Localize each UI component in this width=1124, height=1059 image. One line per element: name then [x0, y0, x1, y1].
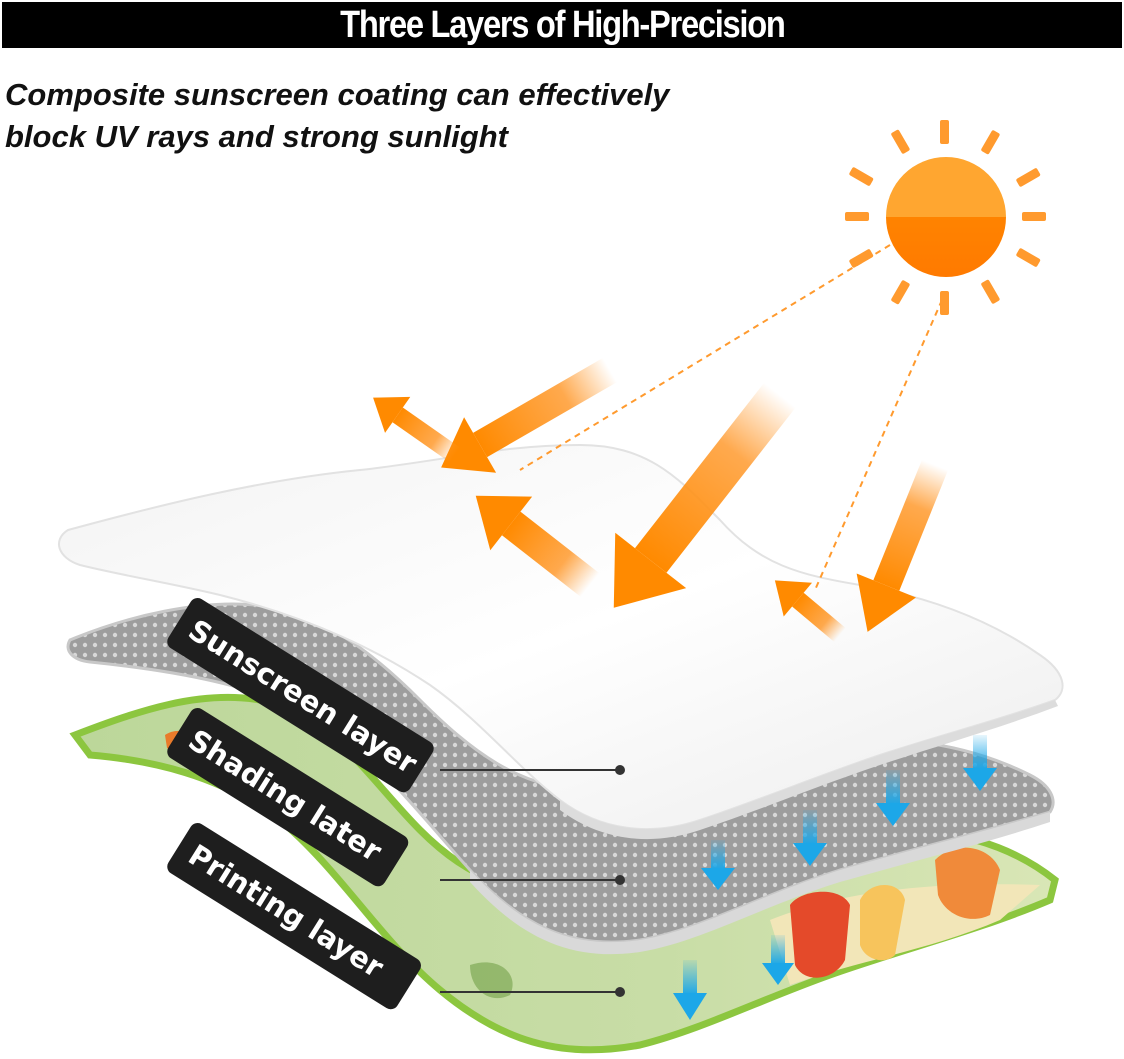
sun-icon: [845, 120, 1046, 315]
blocked-light-arrow: [876, 770, 910, 826]
ray-arrows: [373, 357, 948, 642]
blocked-light-arrow: [762, 935, 794, 985]
page-title: Three Layers of High-Precision: [339, 3, 786, 46]
reflected-ray-arrow: [373, 396, 461, 463]
blocked-light-arrow: [963, 735, 997, 791]
subtitle-line-1: Composite sunscreen coating can effectiv…: [5, 77, 670, 112]
incoming-ray-arrow: [856, 459, 948, 632]
reflected-ray-arrow: [475, 495, 600, 597]
reflected-ray-arrow: [774, 580, 846, 642]
subtitle: Composite sunscreen coating can effectiv…: [5, 74, 765, 158]
leader-dot-shading: [615, 875, 625, 885]
sun-rays-dashed: [519, 244, 943, 591]
incoming-ray-arrow: [613, 382, 796, 608]
blocked-light-arrow: [793, 810, 827, 866]
subtitle-line-2: block UV rays and strong sunlight: [5, 119, 508, 154]
incoming-ray-arrow: [441, 357, 617, 473]
blocked-light-arrow: [701, 840, 735, 890]
leader-lines: [440, 765, 625, 997]
leader-dot-printing: [615, 987, 625, 997]
blocked-light-arrows: [673, 735, 997, 1020]
sunscreen-layer: [57, 443, 1064, 840]
leader-dot-sunscreen: [615, 765, 625, 775]
title-bar: Three Layers of High-Precision: [2, 2, 1122, 48]
blocked-light-arrow: [673, 960, 707, 1020]
